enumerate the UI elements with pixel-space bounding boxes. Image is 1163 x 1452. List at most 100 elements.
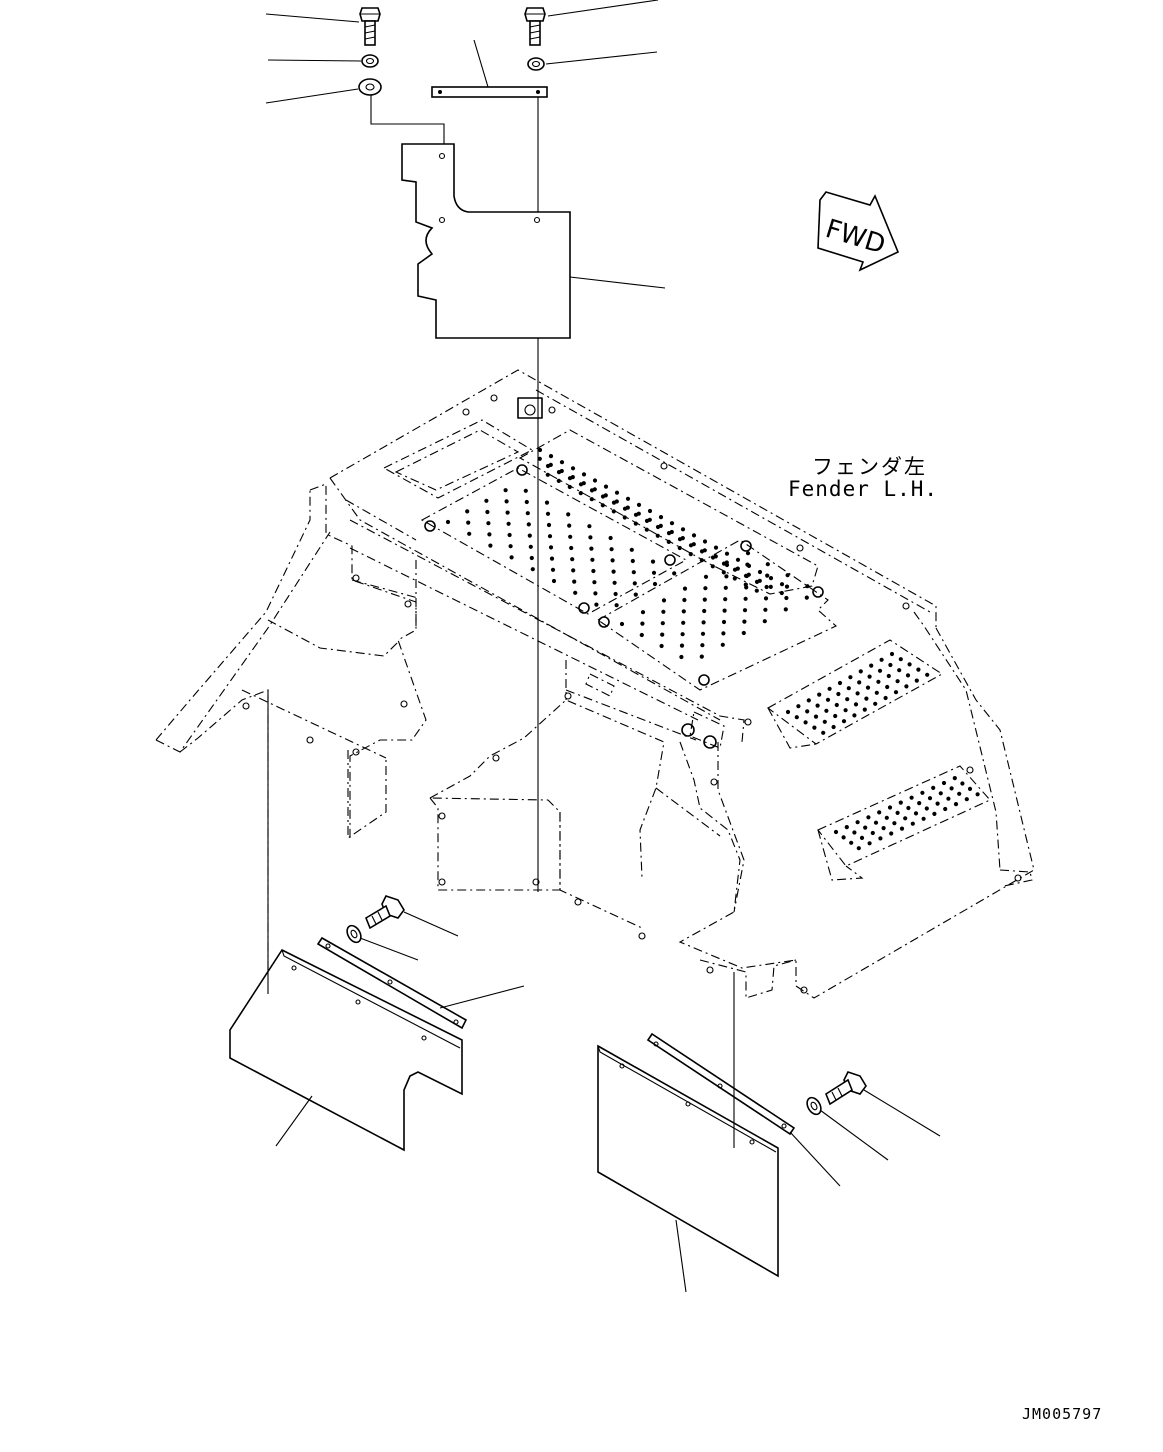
perforation-dot — [845, 697, 850, 702]
perforation-dot — [931, 785, 936, 791]
perforation-dot — [815, 703, 820, 708]
perforation-dot — [785, 573, 790, 578]
perforation-dot — [568, 534, 573, 539]
perforation-dot — [591, 568, 596, 574]
perforation-dot — [600, 494, 606, 499]
lower-left-mud-flap — [229, 948, 463, 1152]
perforation-dot — [907, 662, 912, 667]
perforation-dot — [953, 802, 959, 807]
perforation-dot — [909, 795, 914, 800]
perforation-dot — [721, 570, 726, 575]
perforation-dot — [892, 821, 897, 826]
perforation-dot — [903, 816, 908, 821]
perforation-dot — [572, 579, 577, 584]
perforation-dot — [691, 533, 697, 538]
perforation-dot — [570, 557, 575, 562]
perforation-dot — [889, 831, 894, 836]
lower-right-washer — [806, 1096, 822, 1116]
perforation-dot — [723, 597, 728, 602]
perforation-dot — [504, 499, 509, 504]
perforation-dot — [508, 544, 513, 549]
perforation-dot — [669, 521, 675, 526]
perforation-dot — [524, 499, 529, 505]
perforation-dot — [824, 708, 829, 713]
perforation-dot — [784, 584, 790, 589]
perforation-dot — [633, 521, 638, 526]
perforation-dot — [570, 466, 576, 471]
perforation-dot — [660, 632, 665, 637]
perforation-dot — [699, 549, 705, 554]
perforation-dot — [920, 790, 925, 795]
perforation-dot — [506, 521, 511, 526]
perforation-dot — [614, 603, 619, 608]
perforation-dot — [680, 527, 686, 532]
perforation-dot — [680, 632, 685, 637]
perforation-dot — [822, 719, 827, 724]
perforation-dot — [904, 684, 909, 689]
perforation-dot — [566, 512, 571, 517]
drawing-code: JM005797 — [1022, 1405, 1103, 1423]
perforation-dot — [526, 522, 531, 527]
perforation-dot — [754, 579, 760, 585]
perforation-dot — [681, 620, 686, 625]
perforation-dot — [843, 708, 848, 713]
perforation-dot — [713, 545, 719, 550]
perforation-dot — [658, 515, 664, 520]
perforation-dot — [622, 515, 627, 520]
top-left-bolt — [359, 7, 381, 46]
perforation-dot — [593, 591, 598, 596]
perforation-dot — [785, 709, 791, 715]
perforation-dot — [925, 672, 930, 677]
perforation-dot — [796, 704, 801, 709]
perforation-dot — [877, 668, 883, 673]
perforation-dot — [768, 576, 774, 581]
perforation-dot — [614, 490, 620, 495]
perforation-dot — [873, 701, 878, 706]
perforation-dot — [465, 509, 470, 514]
perforation-dot — [567, 476, 573, 481]
perforation-dot — [569, 545, 574, 551]
perforation-dot — [763, 607, 768, 612]
perforation-dot — [679, 643, 685, 648]
leader-lines-top — [265, 0, 666, 289]
perforation-dot — [632, 581, 637, 586]
perforation-dot — [650, 559, 656, 564]
perforation-dot — [587, 524, 592, 529]
perforation-dot — [745, 551, 751, 556]
perforation-dot — [794, 715, 799, 720]
perforation-dot — [556, 478, 561, 483]
perforation-dot — [589, 546, 594, 551]
perforation-dot — [702, 539, 708, 544]
perforation-dot — [466, 520, 471, 525]
body-bolt-holes — [242, 394, 1022, 994]
perforation-dot — [732, 567, 738, 572]
perforation-dot — [744, 585, 749, 590]
perforated-panel-left — [420, 467, 688, 615]
perforation-dot — [611, 500, 617, 505]
perforation-dot — [897, 668, 902, 673]
perforation-dot — [895, 810, 900, 816]
perforation-dot — [546, 522, 552, 528]
perforation-dot — [661, 598, 667, 603]
perforation-dot — [813, 714, 819, 719]
perforation-dot — [852, 713, 857, 718]
perforation-dot — [484, 498, 489, 503]
perforation-dot — [509, 555, 514, 560]
perforation-dot — [874, 690, 879, 695]
perforation-dot — [889, 651, 895, 657]
perforation-dot — [949, 786, 954, 791]
perforation-dot — [611, 509, 616, 514]
perforation-dot — [467, 531, 472, 536]
perforation-dot — [622, 506, 628, 511]
perforation-dot — [651, 570, 657, 575]
perforation-dot — [588, 535, 593, 540]
perforation-dots — [445, 447, 980, 851]
perforation-dot — [677, 537, 683, 542]
perforation-dot — [603, 484, 609, 489]
perforation-dot — [932, 811, 937, 817]
perforation-dot — [636, 502, 642, 507]
perforation-dot — [741, 630, 746, 636]
perforation-dot — [870, 830, 875, 836]
perforation-dot — [783, 607, 788, 612]
perforation-dot — [867, 841, 872, 846]
